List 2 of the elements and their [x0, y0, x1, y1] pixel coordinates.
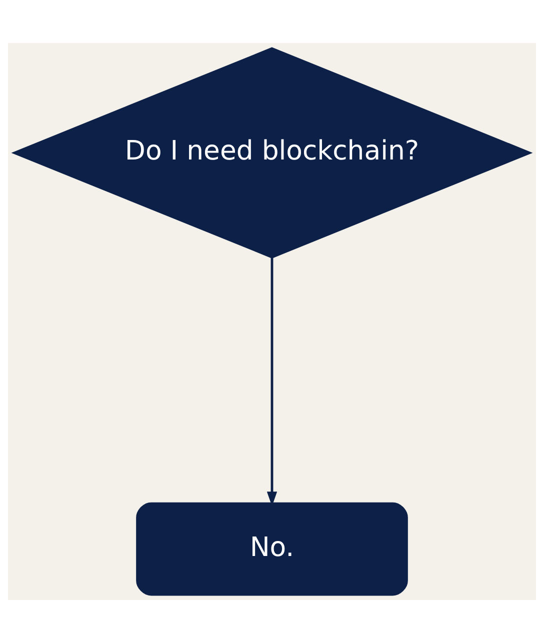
node-diamond: Do I need blockchain?: [11, 46, 533, 258]
node-box: No.: [136, 502, 408, 596]
